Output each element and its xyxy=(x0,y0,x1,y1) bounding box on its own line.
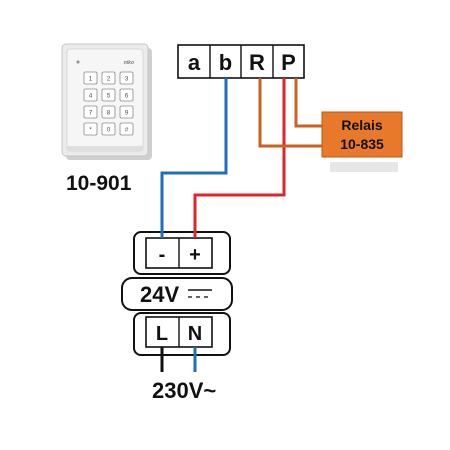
mains-voltage-label: 230V~ xyxy=(152,378,216,403)
keypad-key xyxy=(83,88,98,102)
keypad-key xyxy=(119,105,134,119)
terminal-a-label: a xyxy=(188,50,201,75)
psu-voltage-band xyxy=(121,277,233,311)
keypad-key-label: 1 xyxy=(89,76,93,83)
orange-wire-p-to-relay xyxy=(294,78,322,128)
keypad-key-label: * xyxy=(89,127,92,134)
keypad-key-label: 3 xyxy=(125,76,129,83)
psu-voltage-label: 24V xyxy=(140,282,179,307)
psu-plus-terminal: + xyxy=(189,244,201,266)
keypad-key-label: 5 xyxy=(107,93,111,100)
keypad-key xyxy=(83,71,98,85)
relay-module: Relais 10-835 xyxy=(321,111,403,172)
keypad-key-label: 9 xyxy=(125,110,129,117)
terminal-b-label: b xyxy=(219,50,232,75)
psu-l-terminal: L xyxy=(156,323,168,345)
relay-shadow xyxy=(330,162,398,172)
keypad-key xyxy=(83,122,98,136)
wires xyxy=(160,78,322,372)
keypad-key-label: 4 xyxy=(89,93,93,100)
keypad-brand-logo: niko xyxy=(124,60,134,66)
keypad-key xyxy=(119,88,134,102)
keypad-key-label: 0 xyxy=(107,127,111,134)
keypad-key xyxy=(101,105,116,119)
relay-box xyxy=(321,111,403,158)
keypad-bottom-strip xyxy=(67,146,143,151)
dc-symbol-icon xyxy=(188,289,212,298)
keypad-key xyxy=(83,105,98,119)
relay-model: 10-835 xyxy=(340,136,384,152)
red-wire-p-to-plus xyxy=(193,78,286,238)
keypad-key xyxy=(101,122,116,136)
keypad-key xyxy=(101,88,116,102)
keypad-key-label: 2 xyxy=(107,76,111,83)
terminal-block: a b R P xyxy=(177,44,305,79)
keypad-key-label: # xyxy=(125,127,129,134)
psu-minus-terminal: - xyxy=(159,244,166,266)
keypad-key-label: 8 xyxy=(107,110,111,117)
keypad-model-label: 10-901 xyxy=(66,172,132,195)
power-supply: - + 24V L N xyxy=(121,231,233,356)
terminal-r-label: R xyxy=(249,50,265,75)
psu-n-terminal: N xyxy=(188,323,202,345)
keypad-led-icon xyxy=(76,60,80,64)
blue-wire-b-to-minus xyxy=(160,78,228,238)
keypad-key-label: 6 xyxy=(125,93,129,100)
relay-title: Relais xyxy=(341,117,382,133)
keypad-key xyxy=(101,71,116,85)
orange-wire-r-to-relay xyxy=(258,78,322,148)
keypad-key-grid: 1 2 3 4 5 6 7 8 9 * 0 # xyxy=(83,71,134,136)
keypad-device: niko 1 2 3 4 5 6 7 8 9 * 0 # xyxy=(61,43,152,160)
keypad-key xyxy=(119,122,134,136)
keypad-key xyxy=(119,71,134,85)
keypad-key-label: 7 xyxy=(89,110,93,117)
terminal-p-label: P xyxy=(281,50,296,75)
